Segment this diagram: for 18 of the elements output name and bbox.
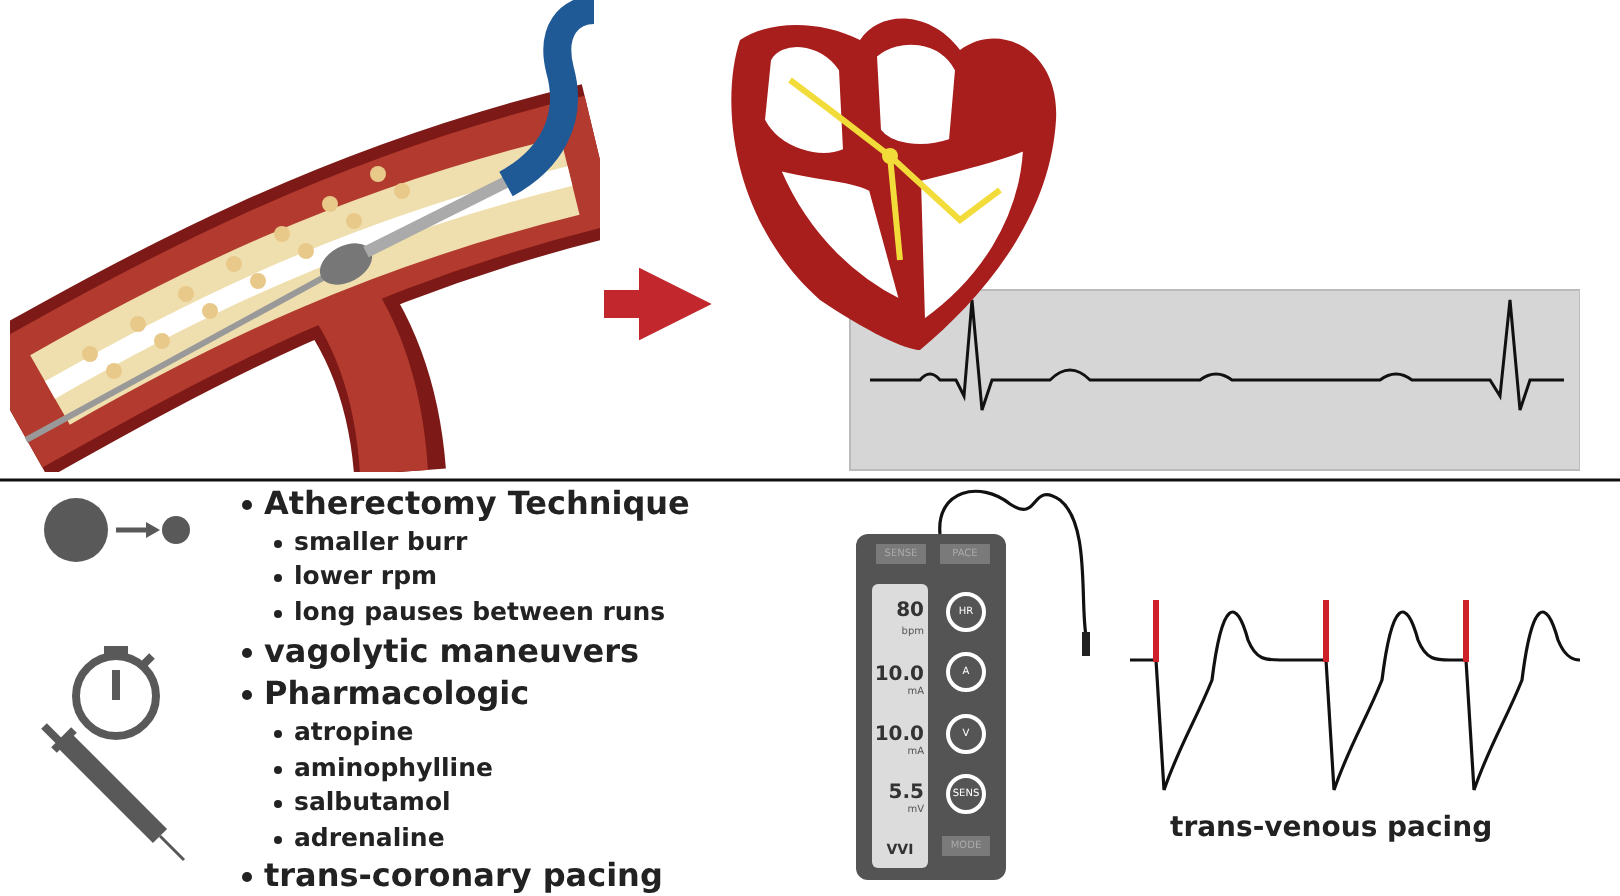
arrow (604, 267, 712, 341)
bullet-item: lower rpm (274, 560, 438, 592)
bullet-item: salbutamol (274, 786, 451, 818)
bullet-item: aminophylline (274, 752, 493, 784)
artery-atherectomy-drawing (10, 0, 600, 472)
bullet-item: adrenaline (274, 822, 445, 854)
bullet-heading: Pharmacologic (242, 674, 530, 714)
bullet-item: smaller burr (274, 526, 468, 558)
bullet-item: atropine (274, 716, 414, 748)
reading-value: 10.0 (874, 724, 924, 746)
reading-value: 5.5 (888, 782, 924, 804)
reading-value: 80 (896, 600, 924, 624)
bullet-heading: vagolytic maneuvers (242, 632, 640, 672)
bullet-item: long pauses between runs (274, 596, 666, 628)
bullet-heading: trans-coronary pacing (242, 856, 663, 896)
trace-caption: trans-venous pacing (1170, 812, 1493, 844)
bullet-heading: Atherectomy Technique (242, 484, 690, 524)
reading-value: 10.0 (874, 664, 924, 686)
